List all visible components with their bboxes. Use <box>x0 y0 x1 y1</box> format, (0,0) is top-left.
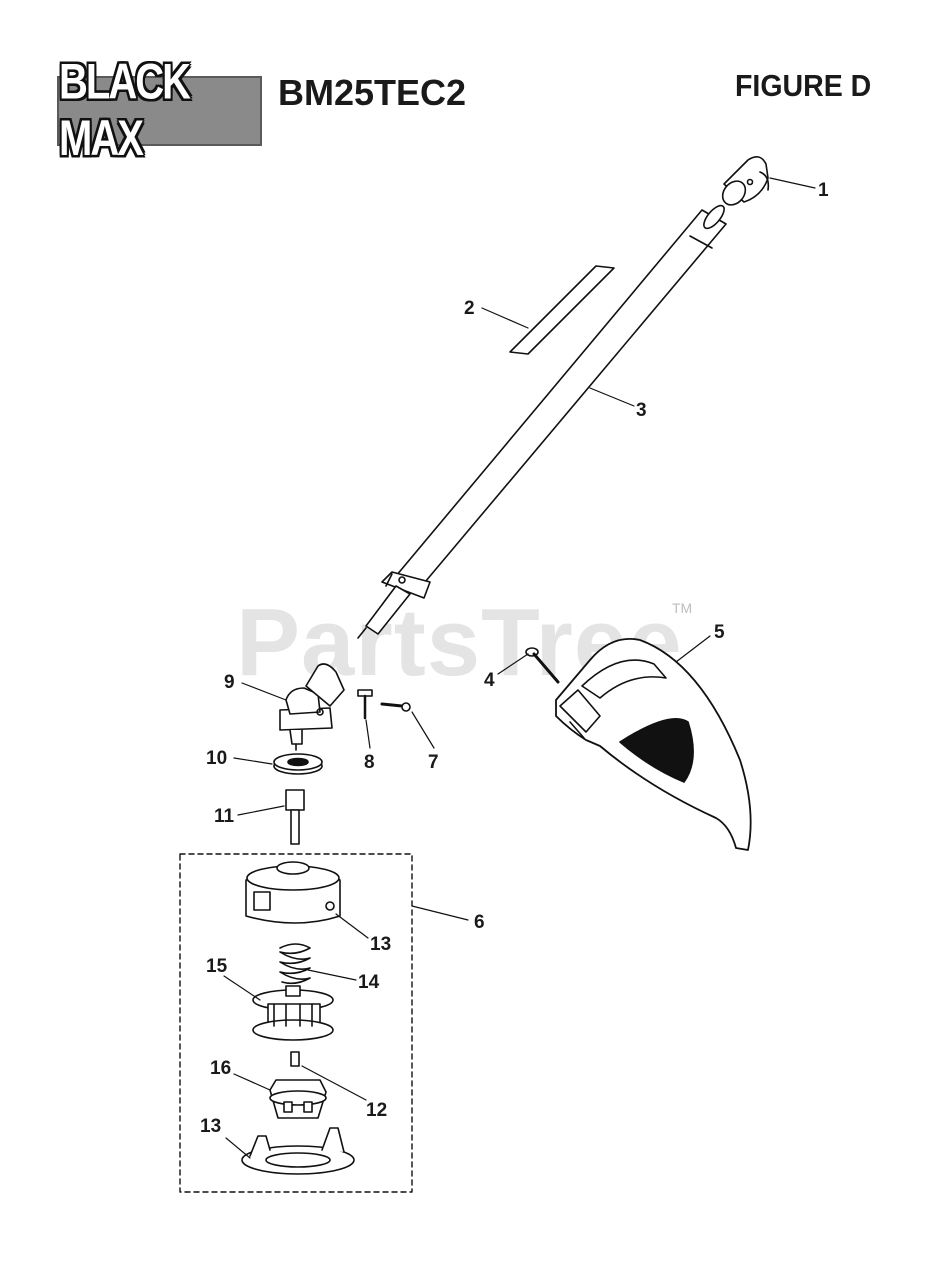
part-11-spindle <box>285 789 305 845</box>
callout-8: 8 <box>364 752 375 773</box>
part-13-cover <box>241 1127 355 1175</box>
part-5-guard <box>555 638 752 851</box>
part-4-screw <box>525 647 576 694</box>
part-2-decal <box>509 265 615 355</box>
callout-12: 12 <box>366 1100 387 1121</box>
part-15-spool <box>252 985 334 1041</box>
callout-4: 4 <box>484 670 495 691</box>
part-8-screw <box>357 689 373 720</box>
callout-15: 15 <box>206 956 228 977</box>
part-7-screw <box>380 702 411 712</box>
part-10-bearing <box>273 753 323 775</box>
watermark-tm: TM <box>672 600 693 616</box>
assembly-6-box <box>179 853 413 1193</box>
callout-13-bottom: 13 <box>200 1116 221 1137</box>
brand-logo: BLACK MAX <box>57 55 262 166</box>
part-9-gear-head <box>279 663 345 751</box>
model-number: BM25TEC2 <box>278 72 467 113</box>
part-3-shaft <box>357 204 727 639</box>
brand-logo-text: BLACK MAX <box>59 54 191 166</box>
callout-6: 6 <box>474 912 485 933</box>
part-12-screw <box>290 1051 300 1067</box>
part-13-housing <box>245 861 341 924</box>
callout-16: 16 <box>210 1058 231 1079</box>
callout-9: 9 <box>224 672 235 693</box>
part-14-spring <box>279 943 311 985</box>
callout-11: 11 <box>214 806 235 827</box>
callout-1: 1 <box>818 180 829 201</box>
callout-2: 2 <box>464 298 475 319</box>
callout-3: 3 <box>636 400 647 421</box>
part-16-eyelet <box>269 1079 327 1119</box>
callout-13-top: 13 <box>370 934 391 955</box>
figure-label: FIGURE D <box>735 68 872 103</box>
callout-7: 7 <box>428 752 439 773</box>
callout-14: 14 <box>358 972 380 993</box>
callout-10: 10 <box>206 748 227 769</box>
callout-5: 5 <box>714 622 725 643</box>
part-1-coupler <box>721 156 770 206</box>
